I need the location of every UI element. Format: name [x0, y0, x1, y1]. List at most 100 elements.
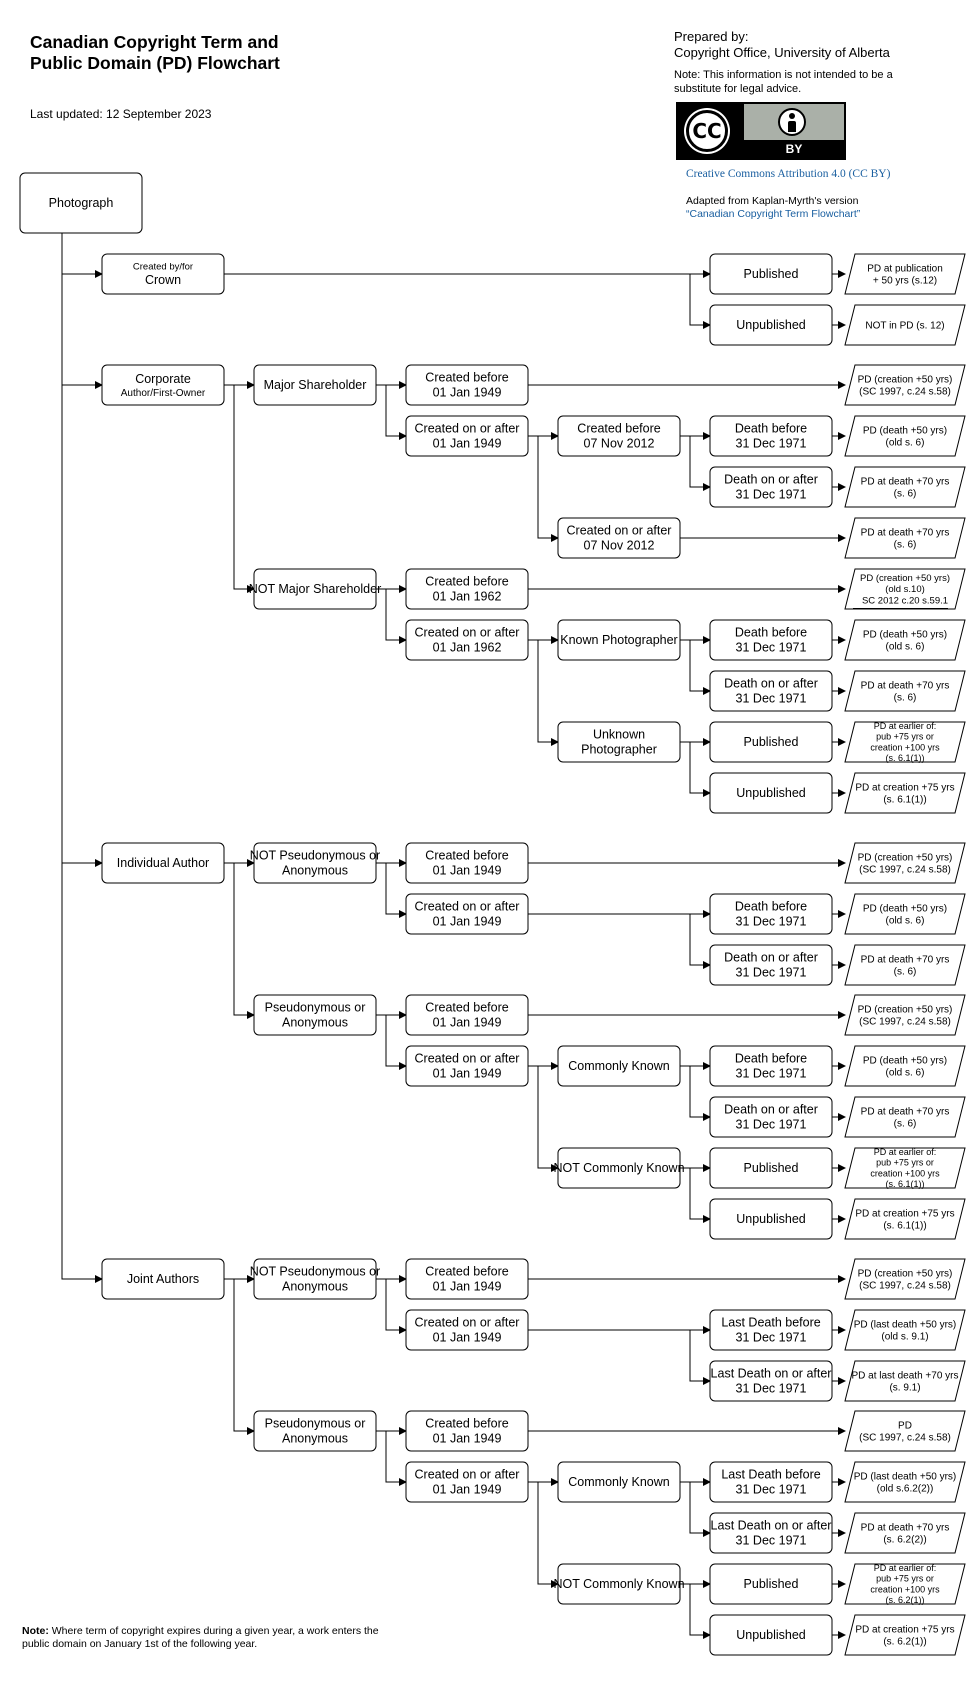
node-text-line: Death on or after	[724, 1103, 818, 1117]
decision-box	[405, 364, 529, 406]
node-text-line: 31 Dec 1971	[736, 692, 807, 706]
result-parallelogram	[844, 1147, 966, 1189]
decision-box	[405, 1461, 529, 1503]
node-text-line: Created before	[425, 1417, 508, 1431]
decision-box	[253, 1258, 377, 1300]
flow-node-ind-nck-unpub: Unpublished	[709, 1198, 833, 1240]
footnote: Note: Where term of copyright expires du…	[22, 1625, 382, 1651]
node-text-line: PD at earlier of:	[874, 1147, 937, 1157]
node-text-line: PD at death +70 yrs	[861, 1106, 950, 1117]
connector-corp-to-notmajor	[224, 384, 255, 593]
node-text-line: Published	[744, 735, 799, 749]
person-body-shape	[788, 121, 796, 132]
prepared-by-label: Prepared by:	[674, 29, 749, 44]
cc-by-badge[interactable]: CC BY	[676, 102, 846, 160]
flow-node-major-b2012-db-r: PD (death +50 yrs)(old s. 6)	[844, 415, 966, 457]
node-text-line: 01 Jan 1949	[433, 1483, 502, 1497]
node-text-line: 31 Dec 1971	[736, 1067, 807, 1081]
node-text-line: 07 Nov 2012	[584, 437, 655, 451]
cc-logo-icon: CC	[686, 110, 728, 152]
node-text-line: Individual Author	[117, 856, 209, 870]
node-text-line: 31 Dec 1971	[736, 1118, 807, 1132]
node-text-line: Published	[744, 1161, 799, 1175]
connector-photo-to-joint	[61, 233, 103, 1283]
node-text-line: creation +100 yrs	[870, 742, 940, 752]
node-text-line: Photographer	[581, 743, 657, 757]
license-link[interactable]: Creative Commons Attribution 4.0 (CC BY)	[686, 168, 891, 180]
decision-box	[709, 1614, 833, 1656]
node-text-line: 31 Dec 1971	[736, 1382, 807, 1396]
decision-box	[405, 1258, 529, 1300]
node-text-line: 31 Dec 1971	[736, 641, 807, 655]
result-parallelogram	[844, 721, 966, 763]
node-text-line: Death before	[735, 626, 807, 640]
flow-node-ind-np-db-r: PD (death +50 yrs)(old s. 6)	[844, 893, 966, 935]
connector-indiv-to-ind-p	[224, 862, 255, 1019]
connector-photo-to-indiv	[61, 233, 103, 867]
node-text-line: Created on or after	[415, 1052, 520, 1066]
node-text-line: Pseudonymous or	[265, 1001, 366, 1015]
decision-box	[101, 1258, 225, 1300]
decision-box	[405, 415, 529, 457]
node-text-line: (SC 1997, c.24 s.58)	[859, 1432, 951, 1443]
flow-node-unknown-pub-r: PD at earlier of:pub +75 yrs orcreation …	[844, 721, 966, 763]
flow-node-crown-pub-r: PD at publication+ 50 yrs (s.12)	[844, 253, 966, 295]
node-text-line: Last Death before	[721, 1468, 820, 1482]
result-parallelogram	[844, 253, 966, 295]
node-text-line: Death before	[735, 422, 807, 436]
node-text-line: 01 Jan 1949	[433, 386, 502, 400]
node-text-line: pub +75 yrs or	[876, 1574, 934, 1584]
node-text-line: Anonymous	[282, 864, 348, 878]
flow-node-ind-nck: NOT Commonly Known	[553, 1147, 685, 1189]
node-text-line: Published	[744, 267, 799, 281]
connector-ind-np-to-ind-np-a	[376, 862, 407, 918]
node-text-line: NOT Major Shareholder	[249, 582, 381, 596]
node-text-line: PD (last death +50 yrs)	[854, 1319, 957, 1330]
flow-node-unknown-unpub: Unpublished	[709, 772, 833, 814]
decision-box	[405, 1410, 529, 1452]
node-text-line: 01 Jan 1962	[433, 590, 502, 604]
legal-disclaimer: Note: This information is not intended t…	[674, 69, 893, 95]
node-text-line: Created before	[425, 1265, 508, 1279]
node-text-line: NOT Commonly Known	[553, 1161, 684, 1175]
flow-node-major-a2012-r: PD at death +70 yrs(s. 6)	[844, 517, 966, 559]
decision-box	[709, 304, 833, 346]
prepared-by-office: Copyright Office, University of Alberta	[674, 45, 890, 60]
flow-node-notmajor: NOT Major Shareholder	[249, 568, 381, 610]
node-text-line: Last Death before	[721, 1316, 820, 1330]
flow-node-ind-nck-pub-r: PD at earlier of:pub +75 yrs orcreation …	[844, 1147, 966, 1189]
node-text-line: Pseudonymous or	[265, 1417, 366, 1431]
connector-nm-a1962-to-unknown	[528, 639, 559, 746]
flow-node-indiv: Individual Author	[101, 842, 225, 884]
person-head-shape	[789, 113, 795, 119]
decision-box	[709, 721, 833, 763]
connector-jt-p-a-to-jt-nck	[528, 1481, 559, 1588]
connector-jt-p-to-jt-p-a	[376, 1430, 407, 1486]
node-text-line: (SC 1997, c.24 s.58)	[859, 1016, 951, 1027]
node-text-line: Commonly Known	[568, 1059, 669, 1073]
decision-box	[101, 253, 225, 295]
flow-node-jt-ck-lda-r: PD at death +70 yrs(s. 6.2(2))	[844, 1512, 966, 1554]
decision-box	[709, 619, 833, 661]
decision-box	[405, 1309, 529, 1351]
decision-box	[709, 1461, 833, 1503]
result-parallelogram	[844, 1512, 966, 1554]
decision-box	[709, 1309, 833, 1351]
node-text-line: Death on or after	[724, 951, 818, 965]
connector-jt-nck-to-jt-nck-unpub	[680, 1583, 711, 1639]
decision-box	[557, 1461, 681, 1503]
node-text-line: (old s. 9.1)	[881, 1331, 928, 1342]
node-text-line: Crown	[145, 273, 181, 287]
node-text-line: 01 Jan 1949	[433, 437, 502, 451]
node-text-line: PD (creation +50 yrs)	[858, 852, 953, 863]
flow-node-unknown-pub: Published	[709, 721, 833, 763]
source-flowchart-link[interactable]: “Canadian Copyright Term Flowchart”	[686, 208, 861, 220]
decision-box	[709, 893, 833, 935]
